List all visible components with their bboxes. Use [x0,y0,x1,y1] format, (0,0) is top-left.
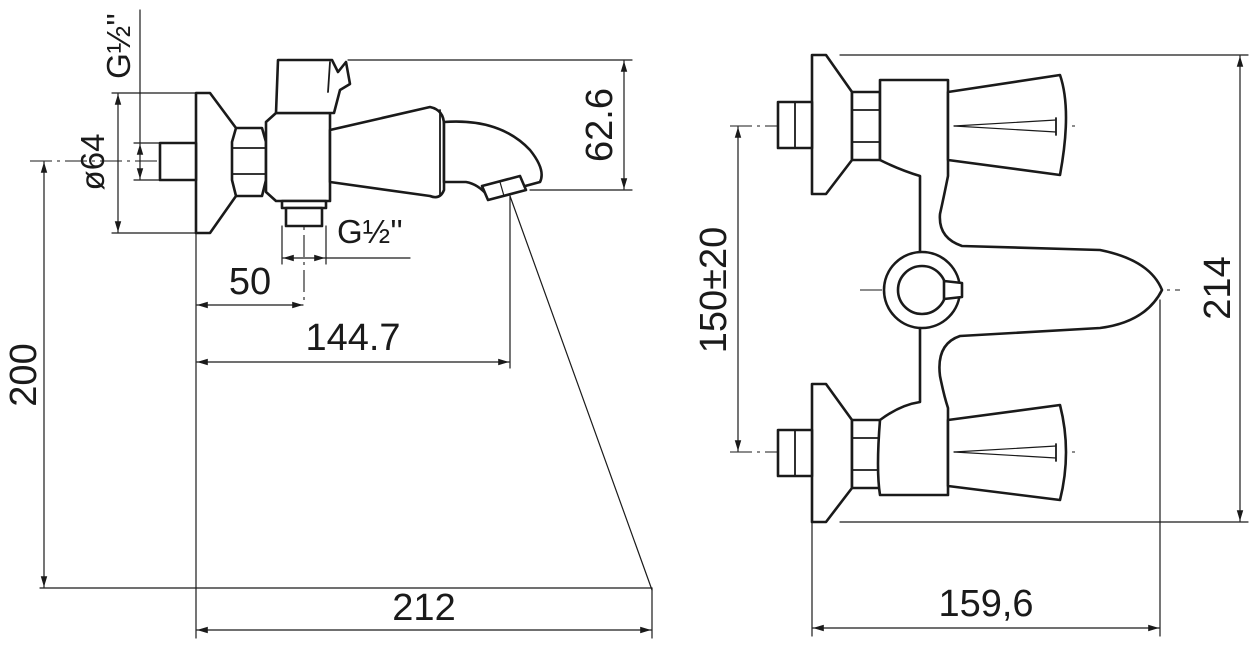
upper-nut [850,90,882,162]
dim-outlet-thread: G½'' [337,213,403,250]
dim-spout-reach: 144.7 [305,317,400,359]
outlet-fitting [280,199,328,210]
diverter-knob-inner [896,264,948,316]
aerator [480,174,528,202]
inlet-pipe [158,141,198,182]
front-view: 159,6 214 150±20 [693,53,1249,637]
dim-inlet-thread: G½'' [100,13,137,79]
wall-flange [194,91,238,235]
handle-cone [328,105,446,199]
mixer-body [264,111,332,203]
dim-outlet-offset: 50 [229,261,271,303]
diverter-lever [274,58,352,115]
dim-front-width: 159,6 [938,583,1033,625]
upper-flange [810,53,854,196]
dim-total-width: 212 [392,587,455,629]
dim-center-distance: 150±20 [693,227,735,354]
hex-nut [230,126,268,198]
outlet-thread [284,206,324,228]
dim-front-height: 214 [1197,256,1239,319]
dim-height: 200 [3,343,45,406]
mixer-body-front [876,78,1164,497]
side-view: 212 200 144.7 50 G½'' ø64 G½'' 62.6 [3,9,653,639]
upper-handle [946,73,1068,177]
diverter-knob-tab [942,279,964,301]
lower-handle [946,403,1068,502]
lower-flange [810,382,854,524]
lower-nut [850,418,882,490]
dim-flange-diameter: ø64 [74,134,111,191]
dim-handle-height: 62.6 [579,88,621,162]
